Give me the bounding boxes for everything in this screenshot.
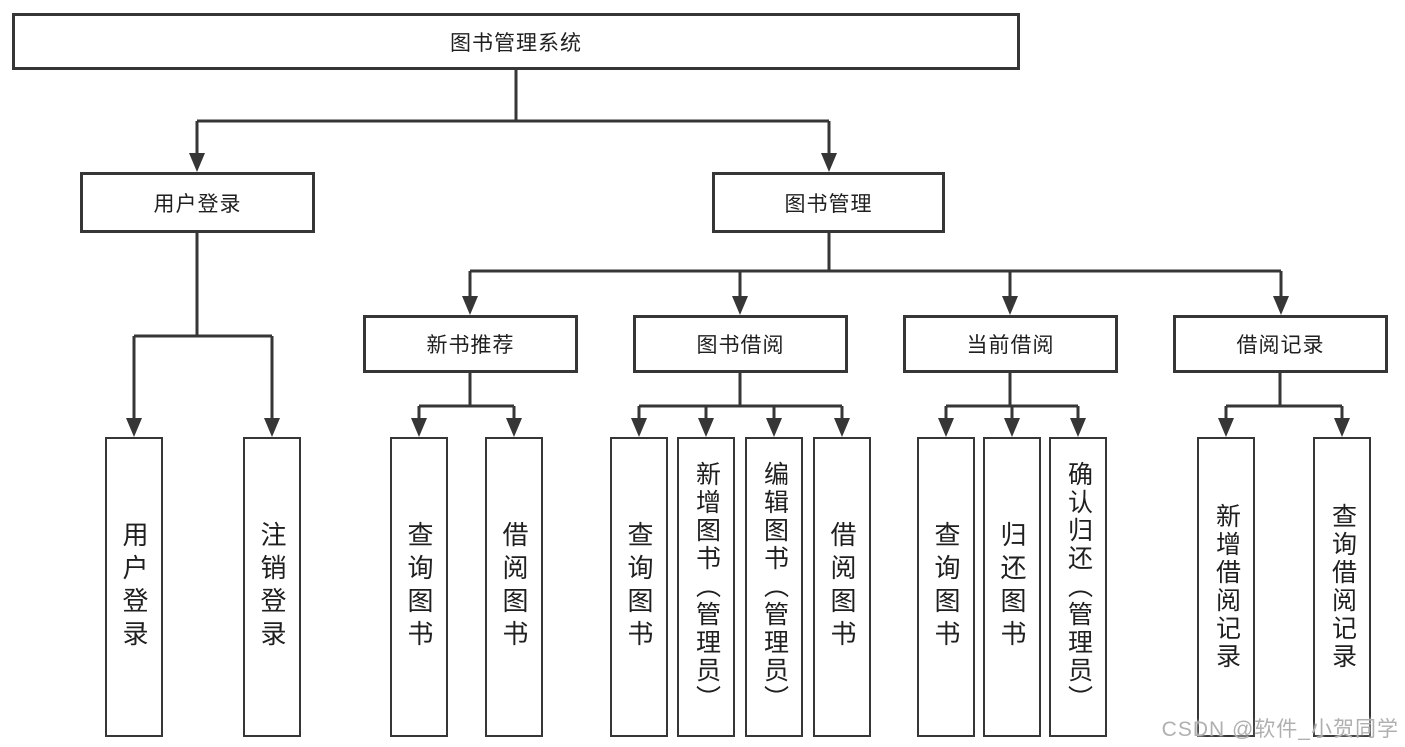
leaf-edit-book-admin: 编辑图书（管理员）	[745, 437, 803, 737]
node-label: 当前借阅	[966, 334, 1055, 357]
node-book-borrow: 图书借阅	[633, 315, 848, 373]
node-label: 新增图书（管理员）	[692, 461, 721, 713]
node-new-book-recommend: 新书推荐	[363, 315, 578, 373]
node-label: 查询图书	[404, 521, 434, 653]
leaf-query-book-recommend: 查询图书	[390, 437, 448, 737]
node-label: 借阅记录	[1236, 334, 1325, 357]
node-label: 新书推荐	[426, 334, 515, 357]
leaf-user-login: 用户登录	[105, 437, 163, 737]
leaf-borrow-book: 借阅图书	[813, 437, 871, 737]
node-borrow-records: 借阅记录	[1173, 315, 1388, 373]
csdn-watermark: CSDN @软件_小贺同学	[1161, 718, 1399, 741]
node-label: 图书管理	[784, 192, 873, 216]
node-label: 借阅图书	[499, 521, 529, 653]
leaf-query-book-current: 查询图书	[917, 437, 975, 737]
node-label: 用户登录	[153, 192, 242, 216]
node-label: 归还图书	[997, 521, 1027, 653]
leaf-add-book-admin: 新增图书（管理员）	[677, 437, 735, 737]
node-label: 确认归还（管理员）	[1064, 461, 1093, 713]
leaf-logout: 注销登录	[243, 437, 301, 737]
arrowheads	[126, 153, 1350, 437]
node-label: 查询借阅记录	[1328, 503, 1357, 671]
leaf-borrow-book-recommend: 借阅图书	[485, 437, 543, 737]
leaf-return-book: 归还图书	[983, 437, 1041, 737]
node-label: 新增借阅记录	[1212, 503, 1241, 671]
node-label: 编辑图书（管理员）	[760, 461, 789, 713]
node-label: 查询图书	[931, 521, 961, 653]
node-book-management: 图书管理	[712, 172, 945, 233]
node-user-login: 用户登录	[80, 172, 315, 233]
node-current-borrow: 当前借阅	[903, 315, 1118, 373]
leaf-query-borrow-record: 查询借阅记录	[1313, 437, 1371, 737]
node-label: 查询图书	[624, 521, 654, 653]
leaf-add-borrow-record: 新增借阅记录	[1197, 437, 1255, 737]
leaf-confirm-return-admin: 确认归还（管理员）	[1049, 437, 1107, 737]
node-label: 用户登录	[119, 521, 149, 653]
node-label: 借阅图书	[827, 521, 857, 653]
node-label: 图书管理系统	[450, 31, 582, 55]
node-label: 图书借阅	[696, 334, 785, 357]
node-label: 注销登录	[257, 521, 287, 653]
leaf-query-book-borrow: 查询图书	[610, 437, 668, 737]
node-library-system: 图书管理系统	[12, 13, 1020, 70]
